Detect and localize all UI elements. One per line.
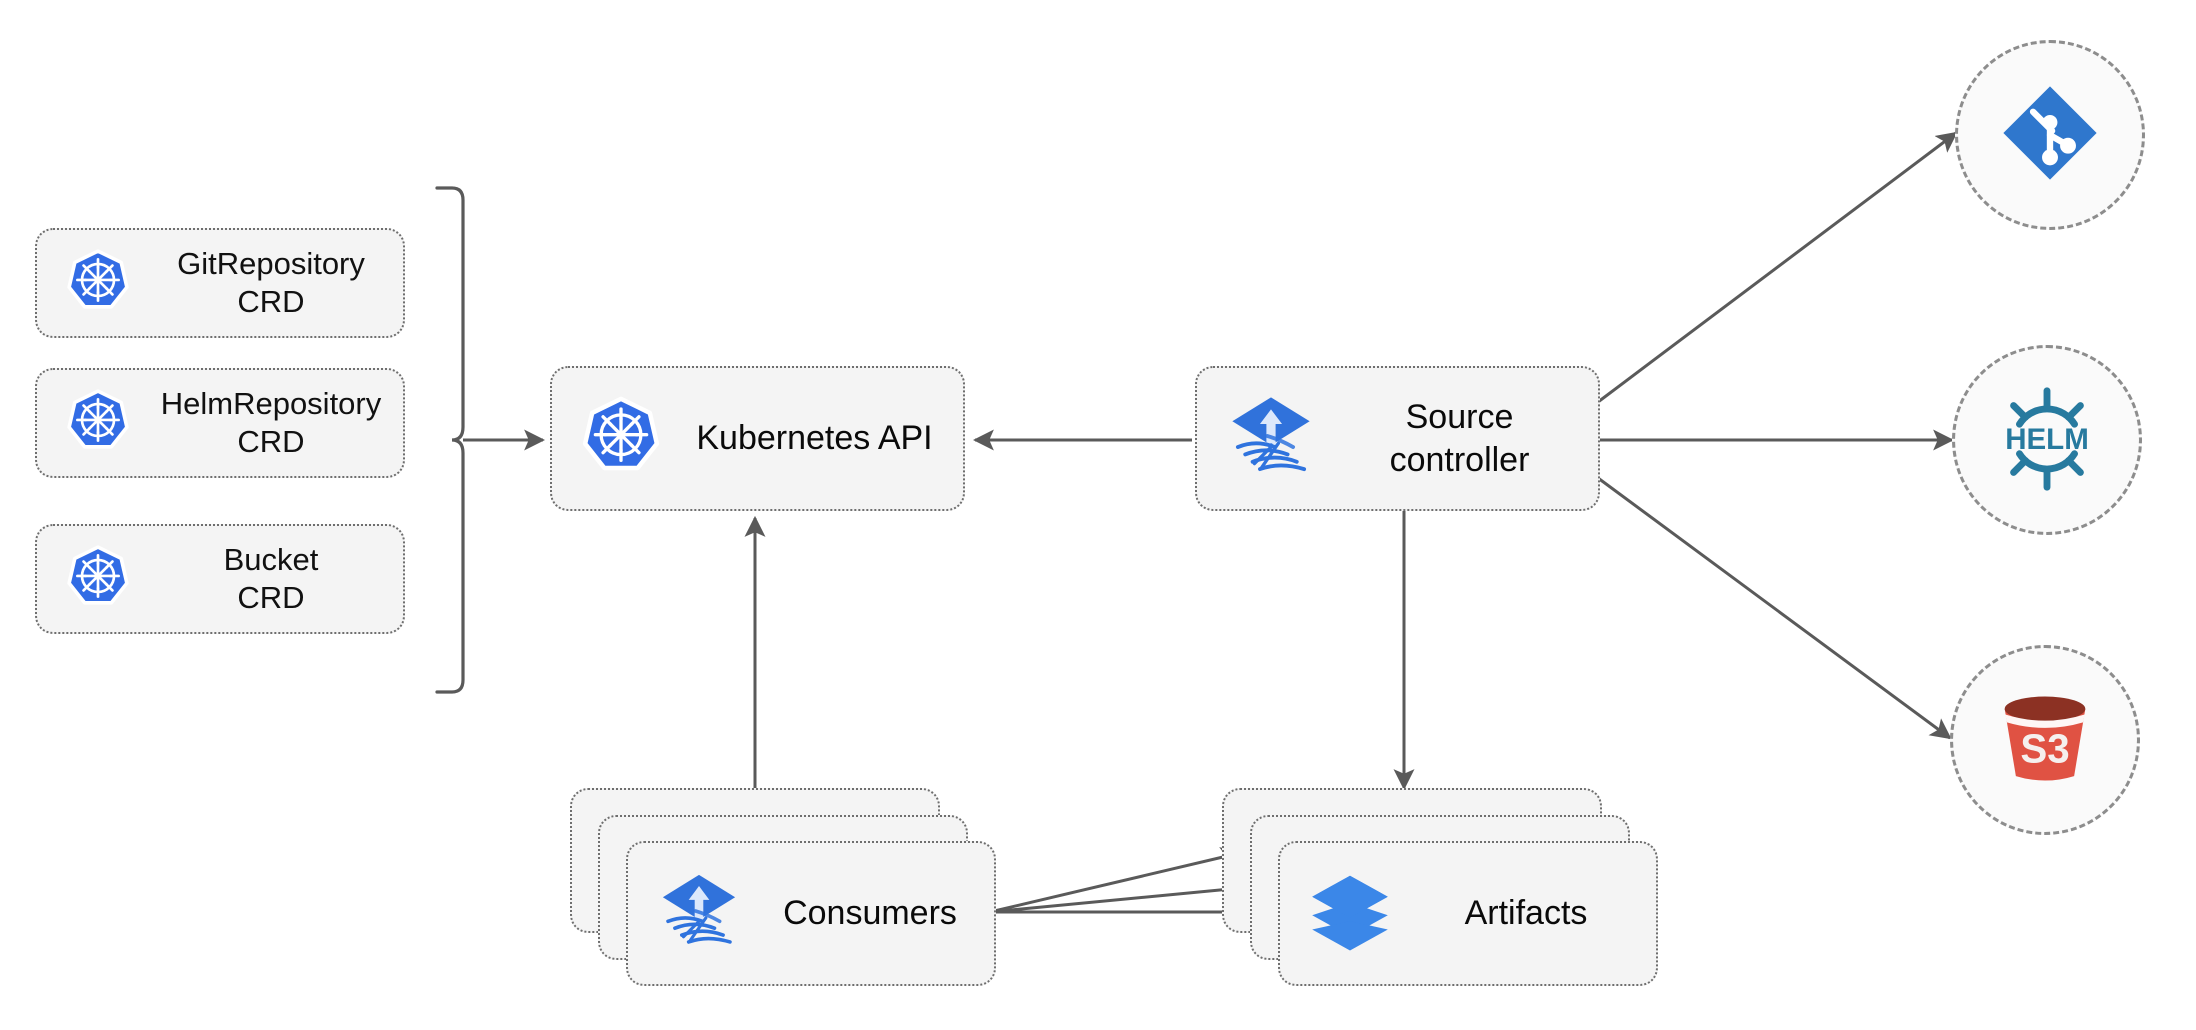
node-label: GitRepository CRD bbox=[177, 246, 365, 319]
node-label: Consumers bbox=[783, 894, 957, 933]
s3-label: S3 bbox=[2020, 725, 2069, 771]
node-bucket-crd[interactable]: Bucket CRD bbox=[35, 524, 405, 634]
node-helmrepository-crd[interactable]: HelmRepository CRD bbox=[35, 368, 405, 478]
node-artifacts[interactable]: Artifacts bbox=[1278, 841, 1658, 986]
node-kubernetes-api[interactable]: Kubernetes API bbox=[550, 366, 965, 511]
s3-bucket-icon: S3 bbox=[1989, 682, 2101, 799]
node-gitrepository-crd[interactable]: GitRepository CRD bbox=[35, 228, 405, 338]
flux-icon bbox=[1225, 390, 1317, 487]
layers-icon bbox=[1308, 869, 1392, 958]
edge-source-controller-to-git bbox=[1597, 131, 1958, 404]
node-label: Artifacts bbox=[1464, 894, 1588, 933]
node-s3-provider[interactable]: S3 bbox=[1950, 645, 2140, 835]
kubernetes-icon bbox=[580, 395, 662, 482]
git-icon bbox=[1997, 80, 2103, 191]
node-git-provider[interactable] bbox=[1955, 40, 2145, 230]
node-consumers-stack[interactable]: Consumers bbox=[570, 788, 996, 988]
node-artifacts-stack[interactable]: Artifacts bbox=[1222, 788, 1658, 988]
node-helm-provider[interactable]: HELM bbox=[1952, 345, 2142, 535]
node-consumers[interactable]: Consumers bbox=[626, 841, 996, 986]
node-source-controller[interactable]: Source controller bbox=[1195, 366, 1600, 511]
kubernetes-icon bbox=[65, 544, 131, 615]
flux-icon bbox=[656, 868, 742, 959]
node-label: HelmRepository CRD bbox=[160, 386, 382, 459]
edge-source-controller-to-s3 bbox=[1597, 476, 1952, 740]
helm-icon: HELM bbox=[1988, 379, 2106, 502]
node-label: Source controller bbox=[1389, 398, 1530, 479]
node-label: Bucket CRD bbox=[223, 542, 319, 615]
crd-group-bracket bbox=[435, 186, 465, 694]
helm-label: HELM bbox=[2005, 422, 2089, 455]
kubernetes-icon bbox=[65, 388, 131, 459]
node-label: Kubernetes API bbox=[696, 419, 933, 458]
kubernetes-icon bbox=[65, 248, 131, 319]
edge-consumers-to-artifacts-1 bbox=[989, 847, 1243, 914]
